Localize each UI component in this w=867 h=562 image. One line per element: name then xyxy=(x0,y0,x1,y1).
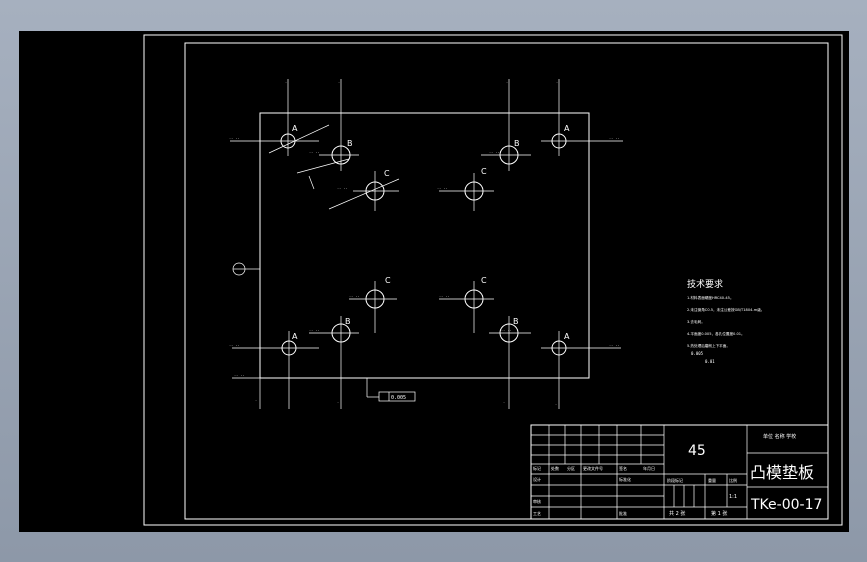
label-a-4: A xyxy=(564,332,570,341)
tech-title: 技术要求 xyxy=(687,278,723,290)
label-b-4: B xyxy=(513,317,519,326)
svg-text:审核: 审核 xyxy=(533,498,541,504)
label-c-1: C xyxy=(384,169,390,178)
label-b-1: B xyxy=(347,139,353,148)
svg-text:-- --: -- -- xyxy=(349,294,360,298)
tech-tol-1: 0.005 xyxy=(691,351,704,356)
svg-text:-- --: -- -- xyxy=(489,150,500,154)
svg-text:-: - xyxy=(255,398,257,402)
svg-text:签名: 签名 xyxy=(619,465,627,471)
tech-line-2: 2.未注倒角C0.5，未注公差按GB/T1804-m级。 xyxy=(687,307,764,312)
svg-text:-- --: -- -- xyxy=(609,136,620,140)
sheet-border xyxy=(143,34,843,526)
svg-text:批准: 批准 xyxy=(619,510,627,516)
drawing-canvas: -- -- -- -- -- -- -- -- -- -- -- -- -- -… xyxy=(143,34,843,526)
svg-text:阶段标记: 阶段标记 xyxy=(667,477,683,483)
svg-text:-: - xyxy=(337,400,339,404)
company: 单位 名称 学校 xyxy=(763,433,796,440)
tech-line-5: 5.热处理后磨削上下平面。 xyxy=(687,343,730,348)
svg-text:比例: 比例 xyxy=(729,477,737,483)
svg-text:标记: 标记 xyxy=(533,465,541,471)
svg-text:-- --: -- -- xyxy=(309,328,320,332)
svg-text:-: - xyxy=(556,80,558,84)
hole-b-bottom-left xyxy=(309,316,359,409)
svg-text:设计: 设计 xyxy=(533,476,541,482)
svg-text:-- --: -- -- xyxy=(609,343,620,347)
technical-requirements: 技术要求 1.材料表面硬度HRC40-45。 2.未注倒角C0.5，未注公差按G… xyxy=(687,278,764,364)
tech-line-4: 4.平面度0.005，各孔位置度0.01。 xyxy=(687,331,745,336)
svg-text:更改文件号: 更改文件号 xyxy=(583,465,603,471)
svg-text:处数: 处数 xyxy=(551,465,559,471)
svg-text:-: - xyxy=(338,80,340,84)
drawing-number: TKe-00-17 xyxy=(750,497,822,513)
svg-text:-- --: -- -- xyxy=(229,343,240,347)
hole-a-bottom-left xyxy=(232,331,319,409)
part-name: 凸模垫板 xyxy=(750,463,814,482)
label-a-3: A xyxy=(292,332,298,341)
svg-text:-: - xyxy=(503,400,505,404)
cad-viewport[interactable]: -- -- -- -- -- -- -- -- -- -- -- -- -- -… xyxy=(19,31,849,532)
svg-text:0.005: 0.005 xyxy=(391,395,406,401)
hole-c-bottom-left xyxy=(349,281,397,333)
material: 45 xyxy=(688,443,706,459)
label-c-2: C xyxy=(481,167,487,176)
svg-text:-- --: -- -- xyxy=(337,186,348,190)
svg-text:-- --: -- -- xyxy=(229,136,240,140)
svg-text:-- --: -- -- xyxy=(439,294,450,298)
svg-text:年月日: 年月日 xyxy=(643,465,655,471)
svg-text:重量: 重量 xyxy=(708,477,716,483)
svg-text:标准化: 标准化 xyxy=(619,476,631,482)
drawing-frame xyxy=(184,42,829,520)
label-b-2: B xyxy=(514,139,520,148)
hole-c-bottom-right xyxy=(439,281,494,333)
dimension-ticks: -- -- -- -- -- -- -- -- -- -- -- -- -- -… xyxy=(229,80,620,406)
hole-c-top-right xyxy=(439,173,494,211)
hole-b-bottom-right xyxy=(489,316,531,409)
label-a-1: A xyxy=(292,124,298,133)
svg-text:-- --: -- -- xyxy=(501,328,512,332)
svg-text:-: - xyxy=(555,402,557,406)
hole-b-top-left xyxy=(319,79,359,171)
svg-text:分区: 分区 xyxy=(567,465,575,471)
tech-line-1: 1.材料表面硬度HRC40-45。 xyxy=(687,295,734,300)
hole-a-top-left xyxy=(230,79,319,156)
svg-text:-- --: -- -- xyxy=(234,373,245,377)
label-c-4: C xyxy=(481,276,487,285)
hole-labels: A B C B A C C C B B A A xyxy=(292,124,570,341)
label-a-2: A xyxy=(564,124,570,133)
dimension-lines xyxy=(232,124,400,409)
datum-frame: 0.005 xyxy=(378,391,416,402)
scale: 1:1 xyxy=(729,494,737,500)
sheets-total: 共 2 张 xyxy=(669,510,685,517)
svg-text:-- --: -- -- xyxy=(309,150,320,154)
plate-outline xyxy=(259,112,590,379)
svg-text:-- --: -- -- xyxy=(437,186,448,190)
sheet-number: 第 1 张 xyxy=(711,510,727,517)
svg-text:-: - xyxy=(506,80,508,84)
hole-c-top-left xyxy=(353,171,399,211)
hole-b-top-right xyxy=(481,79,531,171)
label-b-3: B xyxy=(345,317,351,326)
svg-text:工艺: 工艺 xyxy=(533,511,541,516)
hole-a-top-right xyxy=(541,79,623,156)
svg-text:-: - xyxy=(285,80,287,84)
hole-a-bottom-right xyxy=(541,331,621,409)
tech-tol-2: 0.01 xyxy=(705,359,715,364)
tech-line-3: 3.去毛刺。 xyxy=(687,319,705,324)
label-c-3: C xyxy=(385,276,391,285)
title-block: 45 单位 名称 学校 凸模垫板 TKe-00-17 1:1 共 2 张 第 1… xyxy=(530,424,829,520)
